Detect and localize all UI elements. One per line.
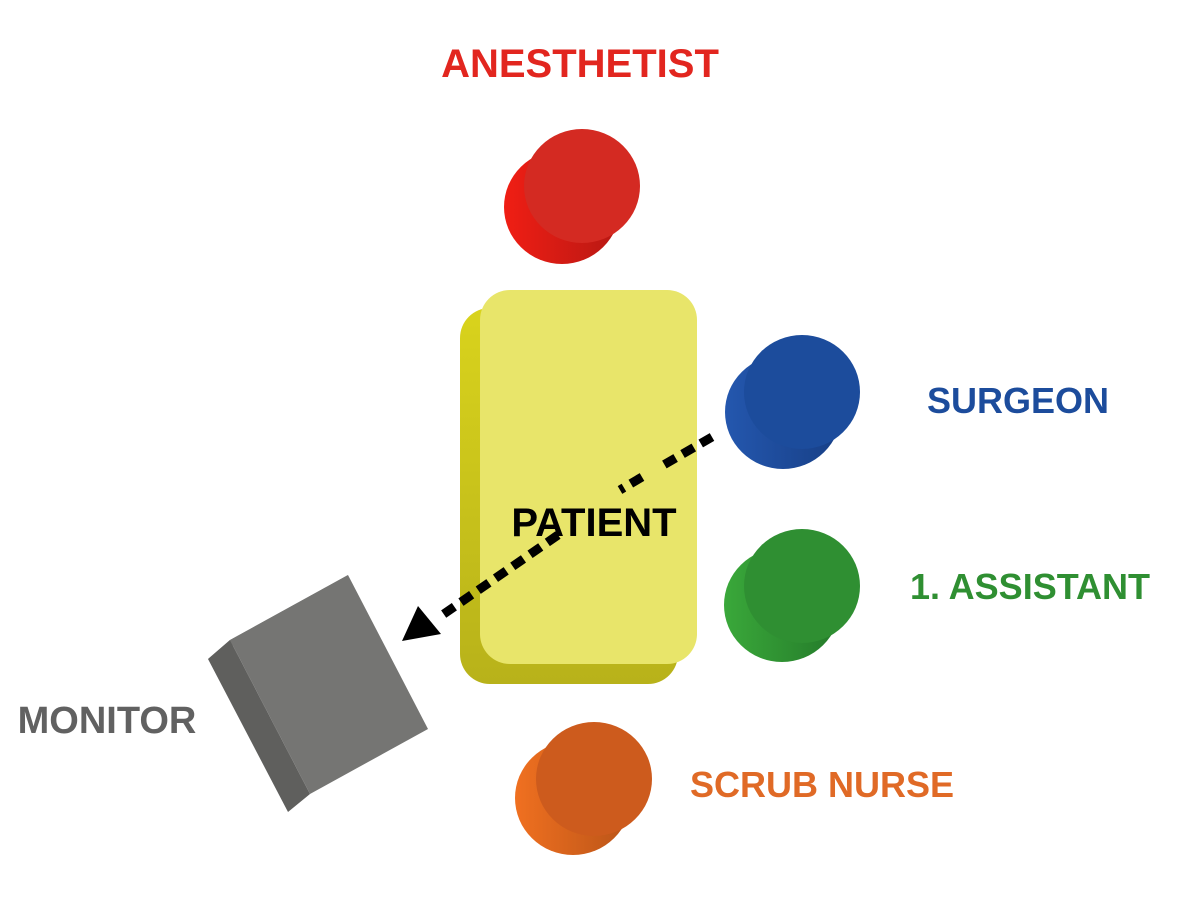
monitor-label: MONITOR — [18, 700, 197, 742]
sightline-arrowhead — [402, 606, 441, 641]
patient-label: PATIENT — [511, 501, 676, 545]
scrub-nurse-figure — [515, 722, 652, 855]
patient-table — [460, 290, 697, 684]
anesthetist-label: ANESTHETIST — [441, 42, 719, 86]
assistant-label: 1. ASSISTANT — [910, 566, 1150, 607]
monitor-box — [208, 575, 428, 812]
surgeon-label: SURGEON — [927, 380, 1109, 421]
scrub-nurse-label: SCRUB NURSE — [690, 764, 954, 805]
assistant-figure — [724, 529, 860, 662]
sightline-arrow — [402, 433, 715, 641]
anesthetist-figure — [504, 129, 640, 264]
surgeon-figure — [725, 335, 860, 469]
